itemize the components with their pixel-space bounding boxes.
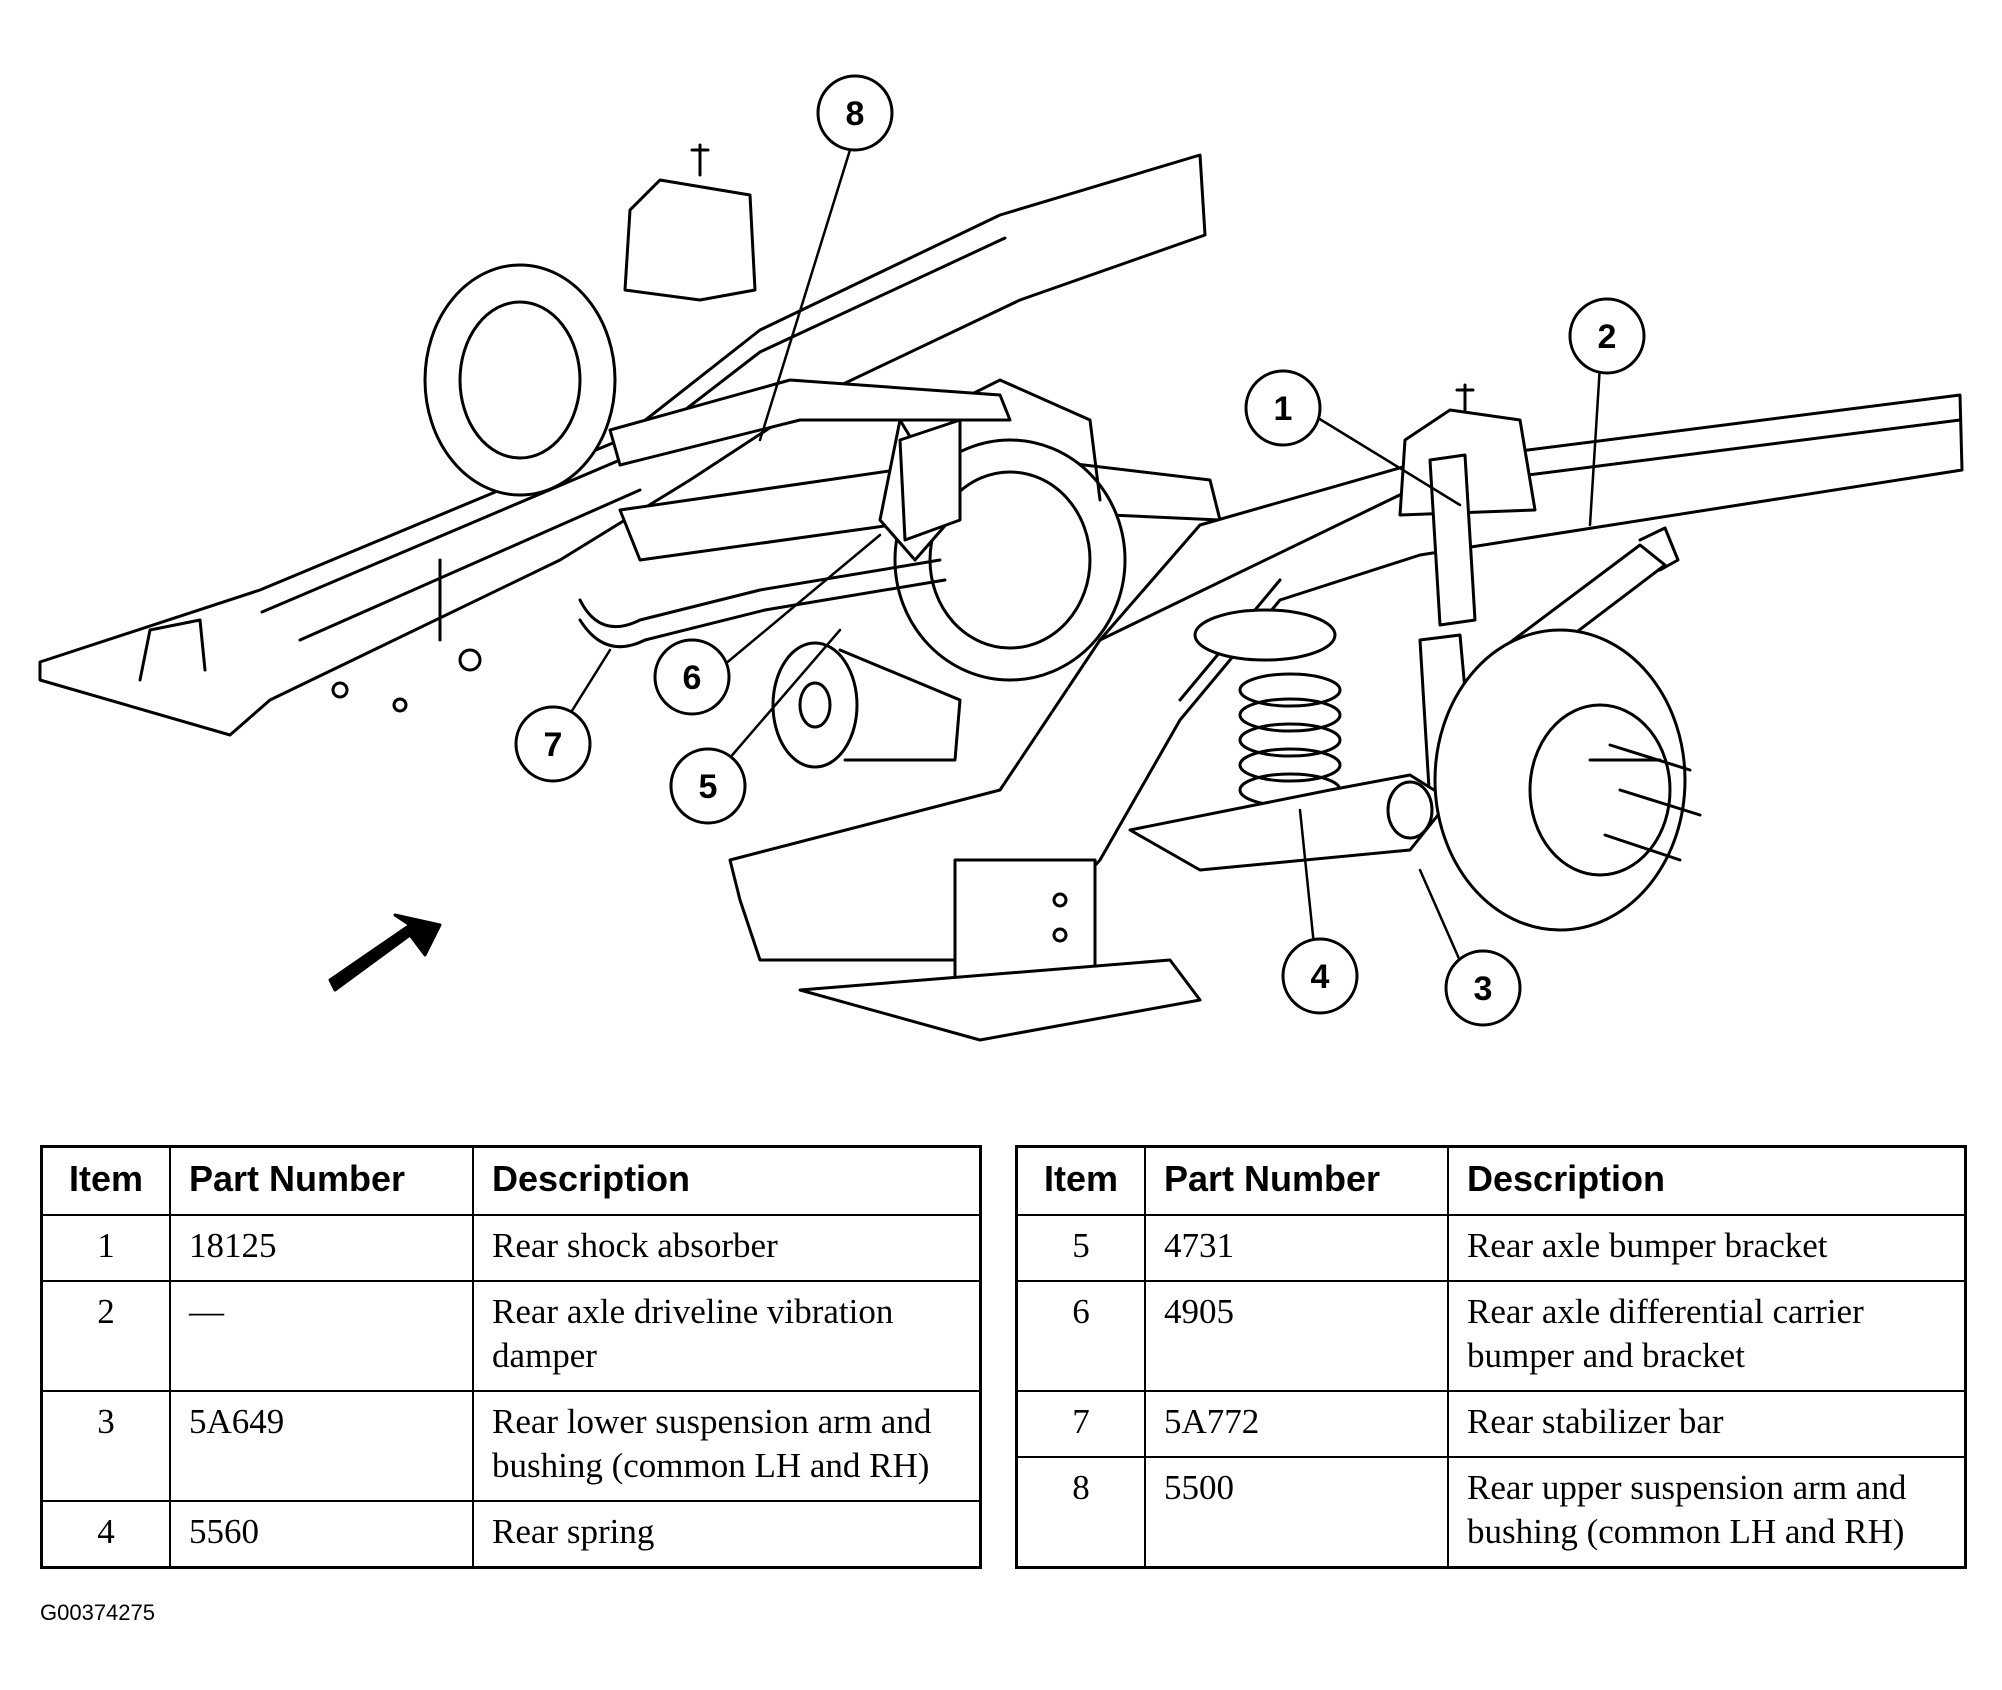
right-frame-rail: [728, 393, 1964, 1042]
table-header-row: Item Part Number Description: [40, 1145, 982, 1216]
item-number: 5: [1015, 1214, 1146, 1282]
item-number: 2: [40, 1280, 171, 1392]
part-description: Rear spring: [472, 1500, 982, 1569]
part-number: 4731: [1144, 1214, 1449, 1282]
figure-code: G00374275: [40, 1600, 155, 1625]
part-description: Rear shock absorber: [472, 1214, 982, 1282]
right-brake-rotor: [1433, 628, 1702, 932]
item-number: 8: [1015, 1456, 1146, 1569]
diff-bumper-bracket: [898, 418, 962, 542]
parts-table-left: Item Part Number Description 1 18125 Rea…: [40, 1145, 982, 1569]
svg-text:4: 4: [1311, 958, 1330, 996]
svg-text:8: 8: [846, 95, 865, 133]
left-wheel-drum: [423, 263, 617, 497]
svg-text:1: 1: [1274, 390, 1293, 428]
callout-7: 7: [514, 705, 592, 783]
svg-text:7: 7: [544, 726, 563, 764]
item-number: 6: [1015, 1280, 1146, 1392]
part-number: 5560: [169, 1500, 474, 1569]
svg-text:5: 5: [699, 768, 718, 806]
table-row: 1 18125 Rear shock absorber: [40, 1214, 982, 1282]
svg-text:2: 2: [1598, 318, 1617, 356]
callout-2: 2: [1568, 297, 1646, 375]
part-number: 18125: [169, 1214, 474, 1282]
header-part-number: Part Number: [1144, 1145, 1449, 1216]
header-part-number: Part Number: [169, 1145, 474, 1216]
part-description: Rear axle bumper bracket: [1447, 1214, 1967, 1282]
header-description: Description: [472, 1145, 982, 1216]
table-row: 2 — Rear axle driveline vibration damper: [40, 1280, 982, 1392]
callout-3: 3: [1444, 949, 1522, 1027]
callout-8: 8: [816, 74, 894, 152]
part-description: Rear lower suspension arm and bushing (c…: [472, 1390, 982, 1502]
svg-text:6: 6: [683, 659, 702, 697]
table-row: 5 4731 Rear axle bumper bracket: [1015, 1214, 1967, 1282]
callout-leaders: [558, 148, 1602, 997]
callout-6: 6: [653, 638, 731, 716]
part-number: —: [169, 1280, 474, 1392]
part-description: Rear axle driveline vibration damper: [472, 1280, 982, 1392]
front-direction-arrow: [328, 913, 442, 992]
rear-suspension-illustration: 1 2 3 4 5 6 7 8: [38, 74, 1964, 1042]
part-number: 5500: [1144, 1456, 1449, 1569]
callout-5: 5: [669, 747, 747, 825]
table-row: 7 5A772 Rear stabilizer bar: [1015, 1390, 1967, 1458]
part-description: Rear axle differential carrier bumper an…: [1447, 1280, 1967, 1392]
table-row: 4 5560 Rear spring: [40, 1500, 982, 1569]
rear-coil-spring: [1193, 608, 1342, 808]
part-number: 5A649: [169, 1390, 474, 1502]
item-number: 3: [40, 1390, 171, 1502]
part-number: 5A772: [1144, 1390, 1449, 1458]
svg-text:3: 3: [1474, 970, 1493, 1008]
left-shock-tower: [623, 143, 757, 302]
header-description: Description: [1447, 1145, 1967, 1216]
header-item: Item: [1015, 1145, 1146, 1216]
part-description: Rear stabilizer bar: [1447, 1390, 1967, 1458]
item-number: 1: [40, 1214, 171, 1282]
table-header-row: Item Part Number Description: [1015, 1145, 1967, 1216]
item-number: 4: [40, 1500, 171, 1569]
part-number: 4905: [1144, 1280, 1449, 1392]
callout-1: 1: [1244, 369, 1322, 447]
part-description: Rear upper suspension arm and bushing (c…: [1447, 1456, 1967, 1569]
rear-stabilizer-bar: [578, 558, 947, 649]
item-number: 7: [1015, 1390, 1146, 1458]
table-row: 3 5A649 Rear lower suspension arm and bu…: [40, 1390, 982, 1502]
lower-suspension-arm: [1128, 773, 1452, 872]
table-row: 8 5500 Rear upper suspension arm and bus…: [1015, 1456, 1967, 1569]
pinion-flange: [771, 641, 962, 769]
callout-4: 4: [1281, 937, 1359, 1015]
table-row: 6 4905 Rear axle differential carrier bu…: [1015, 1280, 1967, 1392]
header-item: Item: [40, 1145, 171, 1216]
parts-table-right: Item Part Number Description 5 4731 Rear…: [1015, 1145, 1967, 1569]
